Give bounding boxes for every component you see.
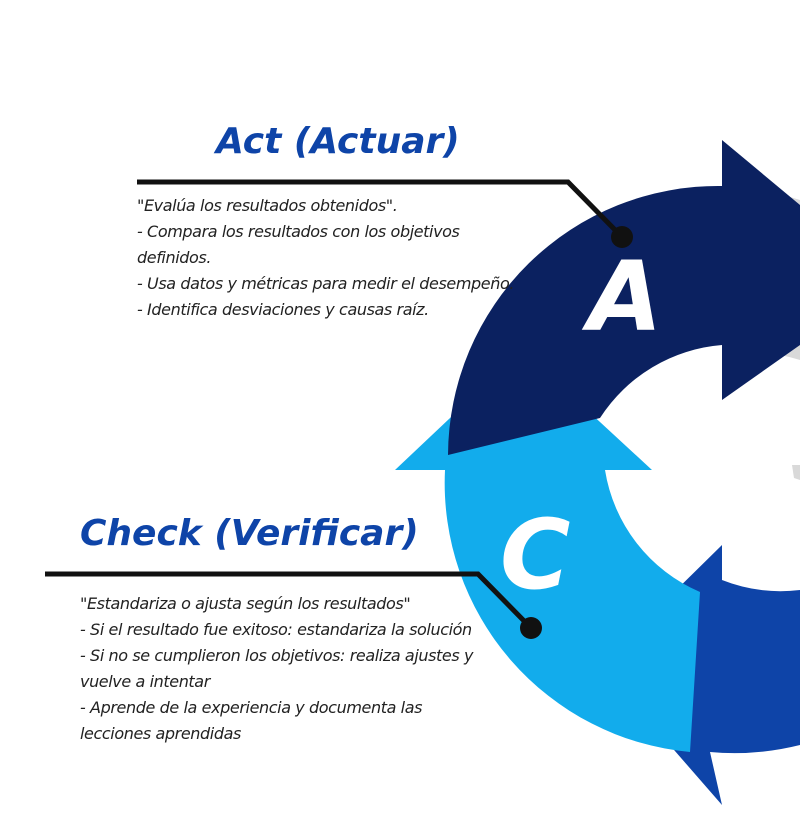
royal-cycle-segment	[600, 545, 800, 805]
act-connector-line	[137, 179, 624, 239]
check-line: - Si no se cumplieron los objetivos: rea…	[80, 646, 474, 691]
navy-cycle-segment	[448, 140, 800, 455]
check-line: - Si el resultado fue exitoso: estandari…	[80, 620, 472, 639]
check-description: "Estandariza o ajusta según los resultad…	[80, 591, 480, 747]
check-connector-dot	[520, 617, 542, 639]
act-line: - Identifica desviaciones y causas raíz.	[137, 300, 429, 319]
gray-cycle-edge	[792, 465, 800, 480]
act-line: - Compara los resultados con los objetiv…	[137, 222, 460, 267]
act-line: "Evalúa los resultados obtenidos".	[137, 196, 398, 215]
check-heading: Check (Verificar)	[80, 513, 419, 554]
check-letter: C	[500, 499, 570, 611]
sky-cycle-segment	[395, 350, 700, 752]
act-connector-dot	[611, 226, 633, 248]
check-line: "Estandariza o ajusta según los resultad…	[80, 594, 411, 613]
check-connector-line	[45, 571, 533, 630]
check-line: - Aprende de la experiencia y documenta …	[80, 698, 423, 743]
act-heading: Act (Actuar)	[216, 121, 460, 162]
act-description: "Evalúa los resultados obtenidos". - Com…	[137, 193, 517, 323]
act-line: - Usa datos y métricas para medir el des…	[137, 274, 515, 293]
act-letter: A	[581, 241, 662, 353]
